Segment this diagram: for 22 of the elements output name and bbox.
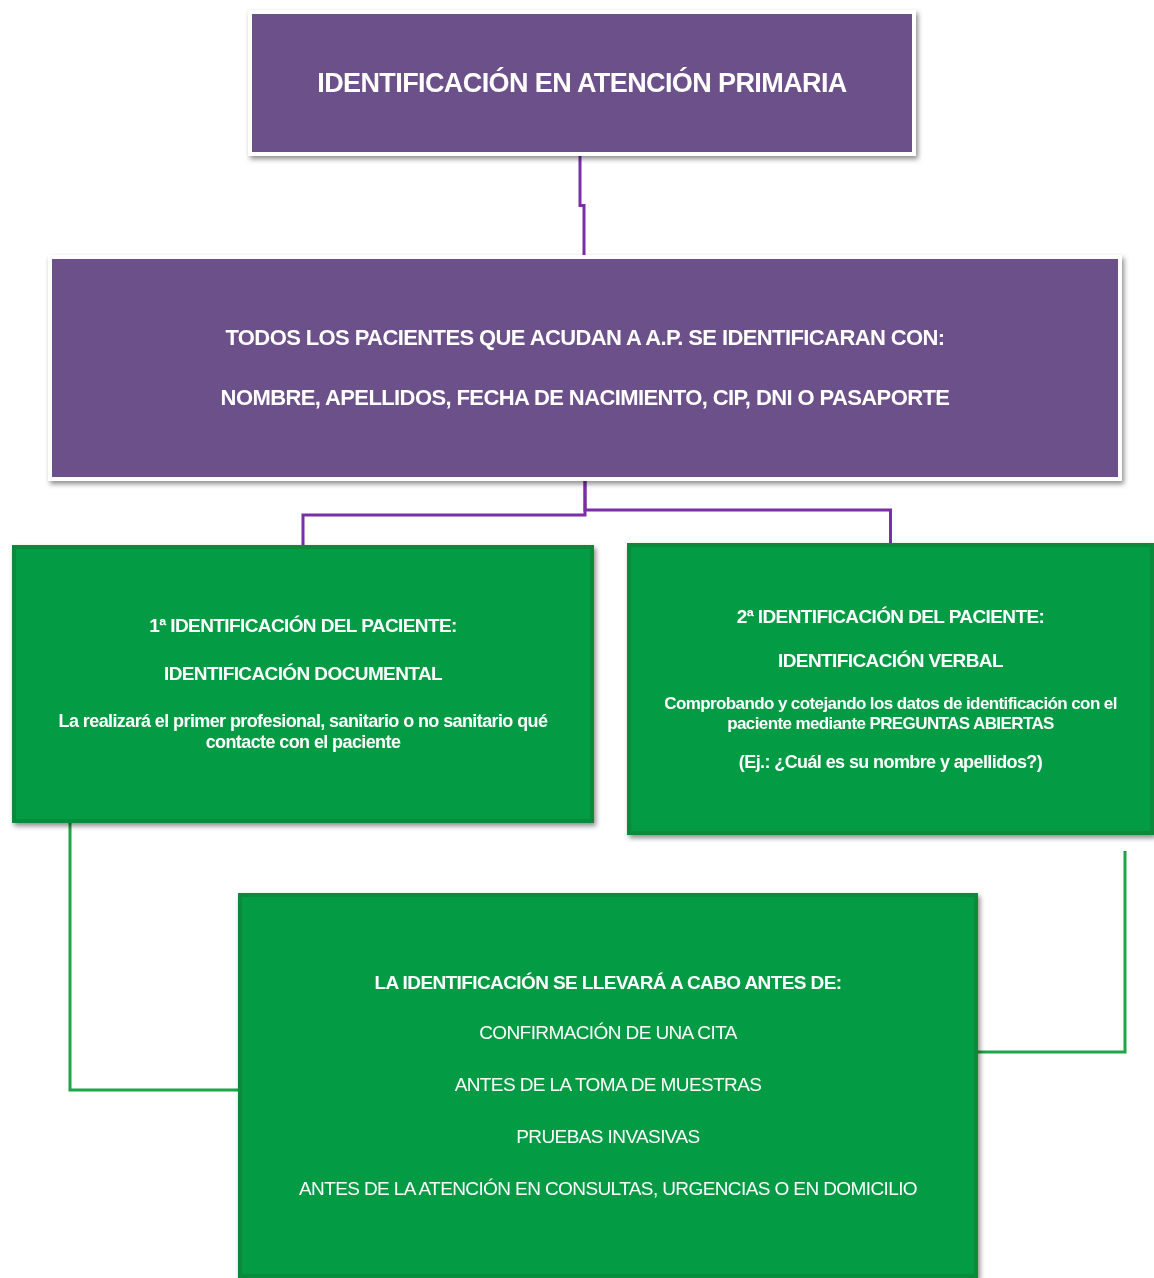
box-text: CONFIRMACIÓN DE UNA CITA	[479, 1021, 737, 1044]
process-box	[627, 543, 1154, 835]
box-text: La realizará el primer profesional, sanitario o no sanitario qué contacte con el paciente	[57, 711, 549, 753]
box-text: Comprobando y cotejando los datos de identificación con el paciente mediante PREGUNTAS ABIERTAS	[663, 693, 1118, 734]
process-box	[238, 893, 978, 1278]
box-text: PRUEBAS INVASIVAS	[516, 1125, 700, 1148]
process-box	[12, 545, 594, 823]
box-heading: TODOS LOS PACIENTES QUE ACUDAN A A.P. SE IDENTIFICARAN CON:	[225, 325, 945, 351]
box-heading: LA IDENTIFICACIÓN SE LLEVARÁ A CABO ANTES DE:	[374, 971, 842, 994]
connector-line	[578, 156, 586, 255]
box-heading: IDENTIFICACIÓN EN ATENCIÓN PRIMARIA	[317, 67, 847, 99]
connector-line	[583, 481, 892, 543]
box-text: IDENTIFICACIÓN DOCUMENTAL	[163, 663, 443, 685]
box-text: ANTES DE LA ATENCIÓN EN CONSULTAS, URGENCIAS O EN DOMICILIO	[298, 1177, 918, 1200]
connector-line	[68, 823, 238, 1092]
box-heading: 2ª IDENTIFICACIÓN DEL PACIENTE:	[736, 605, 1045, 628]
box-text: NOMBRE, APELLIDOS, FECHA DE NACIMIENTO, CIP, DNI O PASAPORTE	[220, 385, 950, 411]
box-text: IDENTIFICACIÓN VERBAL	[778, 649, 1003, 672]
box-text: (Ej.: ¿Cuál es su nombre y apellidos?)	[738, 751, 1043, 773]
box-text: ANTES DE LA TOMA DE MUESTRAS	[454, 1073, 762, 1096]
connector-line	[978, 851, 1127, 1054]
box-heading: 1ª IDENTIFICACIÓN DEL PACIENTE:	[149, 615, 457, 637]
